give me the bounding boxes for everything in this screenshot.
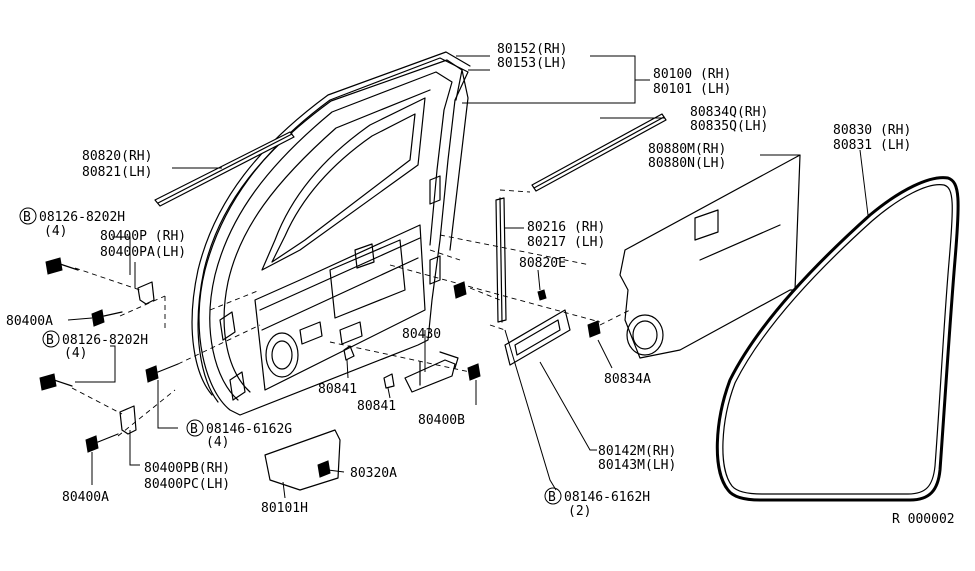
body-weatherstrip (715, 176, 960, 502)
label-08146-b: 08146-6162H (564, 490, 650, 505)
part-labels: 80152(RH) 80153(LH) 80100 (RH) 80101 (LH… (6, 42, 955, 527)
label-80880m: 80880M(RH) (648, 142, 726, 157)
label-80100: 80100 (RH) (653, 67, 731, 82)
bolt-markers: B B B B (19, 207, 562, 505)
label-80216: 80216 (RH) (527, 220, 605, 235)
label-80834a: 80834A (604, 372, 651, 387)
label-08126-a-qty: (4) (44, 224, 67, 239)
label-80821: 80821(LH) (82, 165, 152, 180)
leader-lines (67, 55, 869, 499)
label-80841-a: 80841 (318, 382, 357, 397)
label-80400b: 80400B (418, 413, 465, 428)
label-80101: 80101 (LH) (653, 82, 731, 97)
door-shell (198, 57, 469, 416)
label-80841-b: 80841 (357, 399, 396, 414)
label-08146-a: 08146-6162G (206, 422, 292, 437)
door-checker (404, 351, 459, 393)
diagram-code: R 000002 (892, 512, 955, 527)
bolt-marker-b-3: B (190, 422, 198, 437)
bolt-marker-b-4: B (548, 490, 556, 505)
label-80152: 80152(RH) (497, 42, 567, 57)
label-80400a-1: 80400A (6, 314, 53, 329)
label-80834q: 80834Q(RH) (690, 105, 768, 120)
label-08146-b-qty: (2) (568, 504, 591, 519)
label-80400pb: 80400PB(RH) (144, 461, 230, 476)
label-80880n: 80880N(LH) (648, 156, 726, 171)
door-trim-panel (619, 154, 801, 359)
upper-hinge (137, 281, 155, 305)
outside-molding-part (154, 131, 295, 207)
hinge-plate (264, 429, 341, 491)
label-80820e: 80820E (519, 256, 566, 271)
label-80820: 80820(RH) (82, 149, 152, 164)
label-08146-a-qty: (4) (206, 435, 229, 450)
label-08126-b-qty: (4) (64, 346, 87, 361)
label-80400pa: 80400PA(LH) (100, 245, 186, 260)
label-80430: 80430 (402, 327, 441, 342)
bolt-marker-b-1: B (23, 210, 31, 225)
lower-hinge (119, 405, 137, 435)
label-80400p: 80400P (RH) (100, 229, 186, 244)
label-80143m: 80143M(LH) (598, 458, 676, 473)
label-80153: 80153(LH) (497, 56, 567, 71)
label-80830: 80830 (RH) (833, 123, 911, 138)
door-weatherstrip-upper (191, 51, 471, 403)
label-80400a-2: 80400A (62, 490, 109, 505)
sash-channel (495, 197, 507, 323)
label-80835q: 80835Q(LH) (690, 119, 768, 134)
label-80101h: 80101H (261, 501, 308, 516)
fasteners (39, 257, 601, 478)
label-80831: 80831 (LH) (833, 138, 911, 153)
label-80320a: 80320A (350, 466, 397, 481)
label-08126-b: 08126-8202H (62, 333, 148, 348)
label-08126-a: 08126-8202H (39, 210, 125, 225)
label-80217: 80217 (LH) (527, 235, 605, 250)
assembly-guide-lines (71, 189, 631, 437)
bolt-marker-b-2: B (46, 333, 54, 348)
label-80400pc: 80400PC(LH) (144, 477, 230, 492)
label-80142m: 80142M(RH) (598, 444, 676, 459)
inside-molding-part (531, 113, 667, 192)
inside-handle (504, 309, 571, 366)
